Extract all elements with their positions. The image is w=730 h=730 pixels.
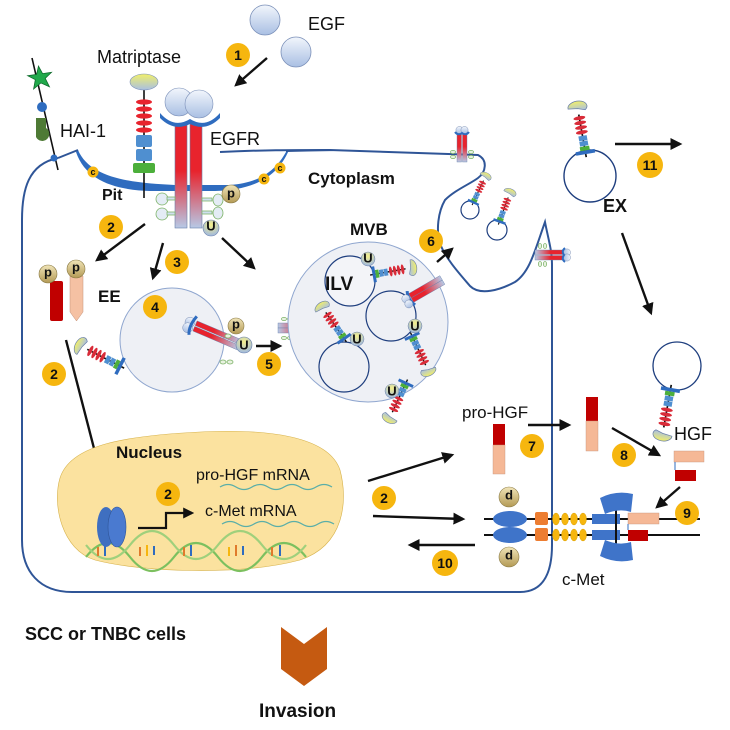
phospho-marker: p: [505, 550, 513, 565]
phospho-marker: p: [72, 260, 80, 275]
arrow-step-6: [436, 247, 454, 263]
exosome-ex: [563, 98, 617, 203]
ubiquitin-marker: U: [239, 338, 248, 353]
svg-text:11: 11: [643, 157, 658, 173]
arrow-step-2-c-met: [372, 512, 466, 525]
step-badge-11: 11: [637, 152, 663, 178]
egfr-membrane-small: [449, 125, 475, 163]
c-met-label: c-Met: [562, 570, 605, 589]
mvb-label: MVB: [350, 220, 388, 239]
pro-hgf-mrna-label: pro-HGF mRNA: [196, 467, 310, 484]
pro-hgf-label: pro-HGF: [462, 403, 528, 422]
svg-text:2: 2: [380, 490, 388, 506]
svg-text:8: 8: [620, 447, 628, 463]
star-icon: [26, 64, 53, 91]
arrow-step-2-left: [95, 223, 146, 262]
hgf-active: [673, 450, 705, 481]
arrow-step-9: [655, 486, 681, 509]
phospho-marker: p: [227, 186, 235, 201]
egfr-dimer: p U: [155, 87, 241, 237]
step-badge-2d: 2: [372, 486, 396, 510]
clathrin-coated-pit: [76, 150, 289, 191]
ubiquitin-marker: U: [363, 251, 372, 266]
ex-label: EX: [603, 196, 627, 216]
multivesicular-body: U U U U: [287, 241, 449, 427]
arrow-ex-to-vesicle: [620, 232, 654, 316]
nucleus-label: Nucleus: [116, 443, 182, 462]
ee-label: EE: [98, 287, 121, 306]
step-badge-7: 7: [520, 434, 544, 458]
budding-exosomes: [460, 169, 518, 241]
c-met-mrna-label: c-Met mRNA: [205, 503, 297, 520]
phospho-marker: p: [505, 490, 513, 505]
svg-text:10: 10: [437, 555, 453, 571]
step-badge-6: 6: [419, 229, 443, 253]
svg-text:5: 5: [265, 356, 273, 372]
step-badge-8: 8: [612, 443, 636, 467]
clathrin-markers: c c c: [87, 162, 286, 185]
dna-helix: [85, 529, 307, 573]
matriptase-label: Matriptase: [97, 47, 181, 67]
arrow-step-1: [234, 57, 268, 87]
clathrin-label: c: [277, 163, 282, 173]
step-badge-10: 10: [432, 550, 458, 576]
ilv-label: ILV: [325, 274, 353, 295]
clathrin-label: c: [261, 174, 266, 184]
arrow-step-2-to-nucleus: [64, 339, 101, 463]
ubiquitin-marker: U: [387, 384, 396, 399]
arrow-step-2-pro-hgf: [367, 452, 455, 483]
nucleus: [57, 430, 344, 573]
step-badge-5: 5: [257, 352, 281, 376]
egfr-label: EGFR: [210, 129, 260, 149]
pro-hgf-outside: [585, 397, 599, 452]
exosome-target: [651, 341, 702, 444]
svg-text:9: 9: [683, 505, 691, 521]
svg-text:2: 2: [164, 486, 172, 502]
arrow-step-3: [149, 242, 165, 281]
step-badge-3: 3: [165, 250, 189, 274]
phosphorylated-fragments: p p: [38, 260, 86, 322]
svg-text:7: 7: [528, 438, 536, 454]
step-badge-4: 4: [143, 295, 167, 319]
cell-membrane: [21, 148, 553, 593]
step-badge-1: 1: [226, 43, 250, 67]
pit-label: Pit: [102, 187, 123, 204]
cell-type-label: SCC or TNBC cells: [25, 624, 186, 644]
hgf-label: HGF: [674, 424, 712, 444]
ubiquitin-marker: U: [206, 219, 215, 234]
step-badge-2b: 2: [42, 362, 66, 386]
step-badge-2c: 2: [156, 482, 180, 506]
cytoplasm-label: Cytoplasm: [308, 169, 395, 188]
hai1-label: HAI-1: [60, 121, 106, 141]
svg-text:2: 2: [107, 219, 115, 235]
svg-text:6: 6: [427, 233, 435, 249]
step-badges: 1 2 3 4 5 6 2 2 2 7 8 9 10 11: [42, 43, 699, 576]
phospho-marker: p: [44, 265, 52, 280]
arrow-to-mvb: [221, 237, 256, 270]
arrow-step-8: [611, 426, 662, 457]
step-badge-2a: 2: [99, 215, 123, 239]
svg-text:3: 3: [173, 254, 181, 270]
egf-ligands: [249, 4, 312, 68]
c-met-receptor: p p: [484, 486, 700, 568]
hai1-protein: [26, 57, 59, 171]
invasion-arrow-icon: [281, 627, 327, 686]
svg-text:2: 2: [50, 366, 58, 382]
svg-text:4: 4: [151, 299, 159, 315]
svg-text:1: 1: [234, 47, 242, 63]
ubiquitin-marker: U: [352, 332, 361, 347]
phospho-marker: p: [232, 317, 240, 332]
egf-label: EGF: [308, 14, 345, 34]
clathrin-label: c: [90, 167, 95, 177]
step-badge-9: 9: [675, 501, 699, 525]
invasion-label: Invasion: [259, 701, 336, 722]
ubiquitin-marker: U: [410, 319, 419, 334]
matriptase-protein: [129, 73, 159, 198]
pro-hgf-inside: [492, 424, 506, 475]
